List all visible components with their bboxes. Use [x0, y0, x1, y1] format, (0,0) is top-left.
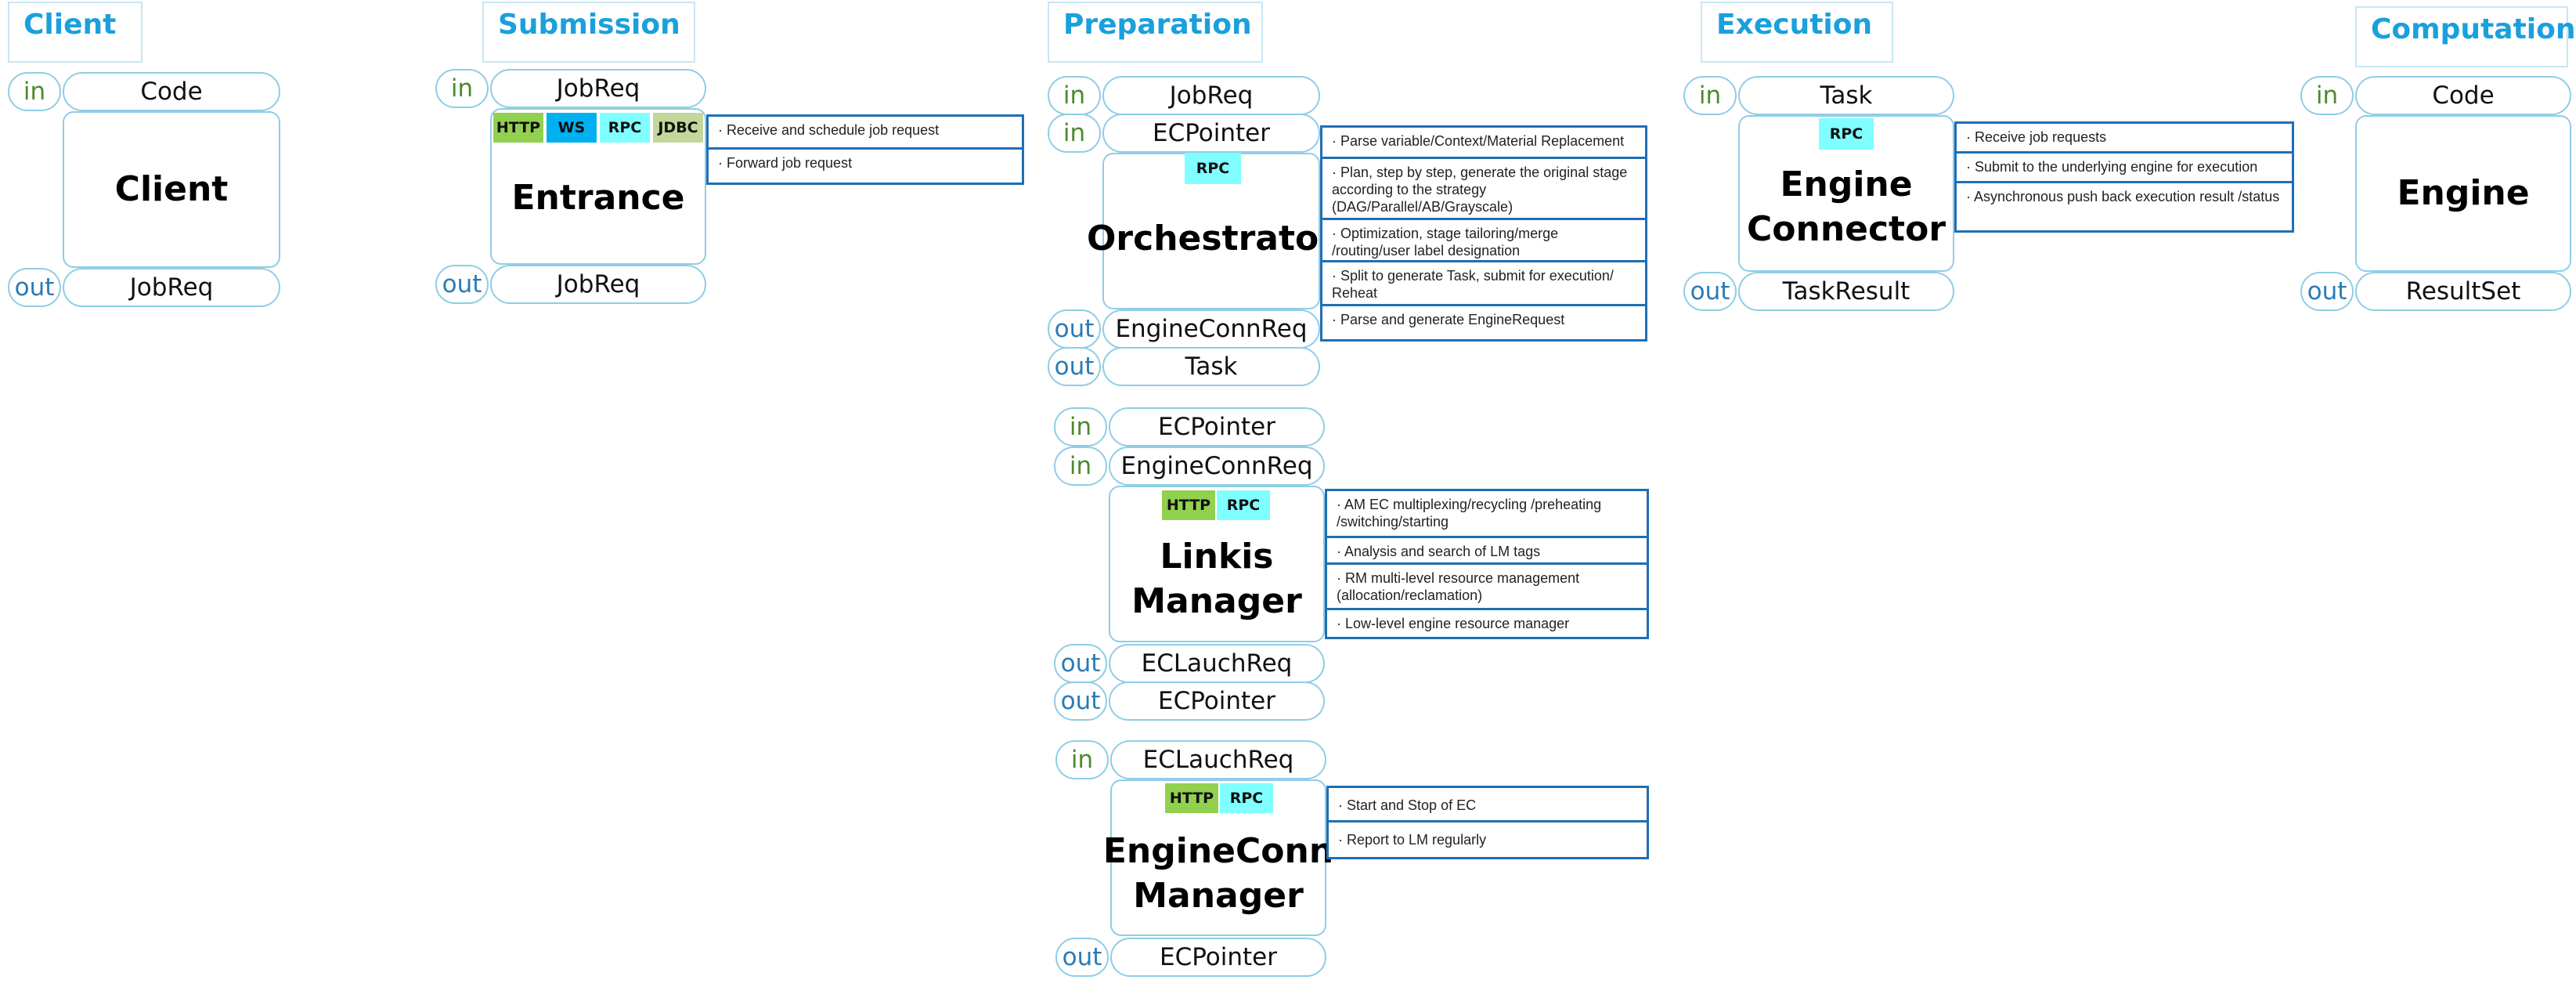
ecm-tag-rpc: RPC [1220, 783, 1273, 813]
orchestrator-out-port: out [1048, 309, 1101, 349]
execution-out-taskresult: TaskResult [1738, 272, 1954, 311]
orchestrator-tag-rpc: RPC [1185, 153, 1241, 184]
computation-in-port: in [2300, 76, 2354, 115]
entrance-tag-http: HTTP [493, 113, 543, 143]
linkis-manager-out-port: out [1054, 644, 1107, 683]
ecm-note: · Start and Stop of EC [1329, 788, 1647, 822]
orchestrator-note: · Plan, step by step, generate the origi… [1322, 159, 1645, 220]
orchestrator-note: · Split to generate Task, submit for exe… [1322, 262, 1645, 306]
linkis-manager-in-port: in [1054, 407, 1107, 446]
engine-connector-note: · Submit to the underlying engine for ex… [1957, 154, 2292, 183]
linkis-manager-in-engineconnreq: EngineConnReq [1109, 446, 1325, 486]
orchestrator-in-ecpointer: ECPointer [1102, 114, 1320, 153]
computation-section-title: Computation [2355, 6, 2575, 67]
orchestrator-out-port: out [1048, 347, 1101, 386]
submission-out-jobreq: JobReq [490, 265, 706, 304]
orchestrator-notes: · Parse variable/Context/Material Replac… [1320, 125, 1647, 342]
orchestrator-out-task: Task [1102, 347, 1320, 386]
linkis-manager-note: · RM multi-level resource management (al… [1327, 565, 1647, 610]
linkis-manager-out-port: out [1054, 682, 1107, 721]
orchestrator-in-jobreq: JobReq [1102, 76, 1320, 115]
linkis-manager-label-line1: Linkis [1160, 536, 1274, 577]
computation-out-resultset: ResultSet [2355, 272, 2571, 311]
ecm-in-eclauchreq: ECLauchReq [1110, 740, 1326, 779]
execution-out-port: out [1683, 272, 1737, 311]
entrance-tag-jdbc: JDBC [653, 113, 703, 143]
linkis-manager-note: · AM EC multiplexing/recycling /preheati… [1327, 491, 1647, 538]
linkis-manager-in-ecpointer: ECPointer [1109, 407, 1325, 446]
linkis-manager-out-eclauchreq: ECLauchReq [1109, 644, 1325, 683]
linkis-manager-label-line2: Manager [1131, 581, 1302, 621]
ecm-tag-http: HTTP [1165, 783, 1218, 813]
computation-out-port: out [2300, 272, 2354, 311]
linkis-manager-notes: · AM EC multiplexing/recycling /preheati… [1325, 489, 1649, 639]
linkis-manager-tag-rpc: RPC [1217, 490, 1270, 520]
orchestrator-module-label: Orchestrator [1087, 219, 1336, 259]
ecm-note: · Report to LM regularly [1338, 832, 1487, 848]
linkis-manager-module: Linkis Manager [1109, 486, 1325, 642]
engine-connector-label-line1: Engine [1780, 164, 1913, 204]
client-out-port: out [8, 268, 61, 307]
ecm-label-line1: EngineConn [1102, 830, 1334, 871]
client-module-label: Client [114, 169, 229, 210]
entrance-note: · Forward job request [718, 155, 853, 171]
execution-section-title: Execution [1701, 2, 1893, 63]
client-in-code: Code [63, 72, 280, 111]
submission-in-jobreq: JobReq [490, 69, 706, 108]
entrance-notes: · Receive and schedule job request · For… [706, 114, 1024, 185]
linkis-manager-note: · Analysis and search of LM tags [1327, 538, 1647, 565]
client-module: Client [63, 111, 280, 268]
entrance-tag-rpc: RPC [600, 113, 650, 143]
orchestrator-in-port: in [1048, 114, 1101, 153]
ecm-label-line2: Manager [1133, 876, 1304, 916]
orchestrator-note: · Parse and generate EngineRequest [1332, 312, 1565, 327]
execution-in-task: Task [1738, 76, 1954, 115]
ecm-notes: · Start and Stop of EC · Report to LM re… [1326, 786, 1649, 859]
engine-connector-note: · Asynchronous push back execution resul… [1966, 189, 2280, 204]
preparation-section-title: Preparation [1048, 2, 1263, 63]
submission-out-port: out [435, 265, 489, 304]
client-section-title: Client [8, 2, 143, 63]
engine-connector-note: · Receive job requests [1957, 124, 2292, 154]
engine-connector-label-line2: Connector [1746, 209, 1946, 249]
engine-module: Engine [2355, 115, 2571, 272]
ecm-module: EngineConn Manager [1103, 779, 1333, 936]
ecm-out-ecpointer: ECPointer [1110, 938, 1326, 977]
linkis-manager-note: · Low-level engine resource manager [1337, 616, 1570, 631]
linkis-manager-out-ecpointer: ECPointer [1109, 682, 1325, 721]
execution-in-port: in [1683, 76, 1737, 115]
orchestrator-out-engineconnreq: EngineConnReq [1102, 309, 1320, 349]
linkis-manager-in-port: in [1054, 446, 1107, 486]
entrance-tag-ws: WS [547, 113, 597, 143]
linkis-manager-tag-http: HTTP [1162, 490, 1215, 520]
entrance-note: · Receive and schedule job request [709, 117, 1022, 150]
computation-in-code: Code [2355, 76, 2571, 115]
ecm-in-port: in [1055, 740, 1109, 779]
submission-in-port: in [435, 69, 489, 108]
engine-module-label: Engine [2397, 173, 2530, 214]
client-out-jobreq: JobReq [63, 268, 280, 307]
entrance-module-label: Entrance [511, 178, 685, 219]
orchestrator-in-port: in [1048, 76, 1101, 115]
submission-section-title: Submission [482, 2, 695, 63]
ecm-out-port: out [1055, 938, 1109, 977]
engine-connector-notes: · Receive job requests · Submit to the u… [1954, 121, 2294, 233]
orchestrator-note: · Parse variable/Context/Material Replac… [1322, 128, 1645, 159]
client-in-port: in [8, 72, 61, 111]
orchestrator-note: · Optimization, stage tailoring/merge /r… [1322, 220, 1645, 262]
engine-connector-tag-rpc: RPC [1819, 118, 1874, 150]
